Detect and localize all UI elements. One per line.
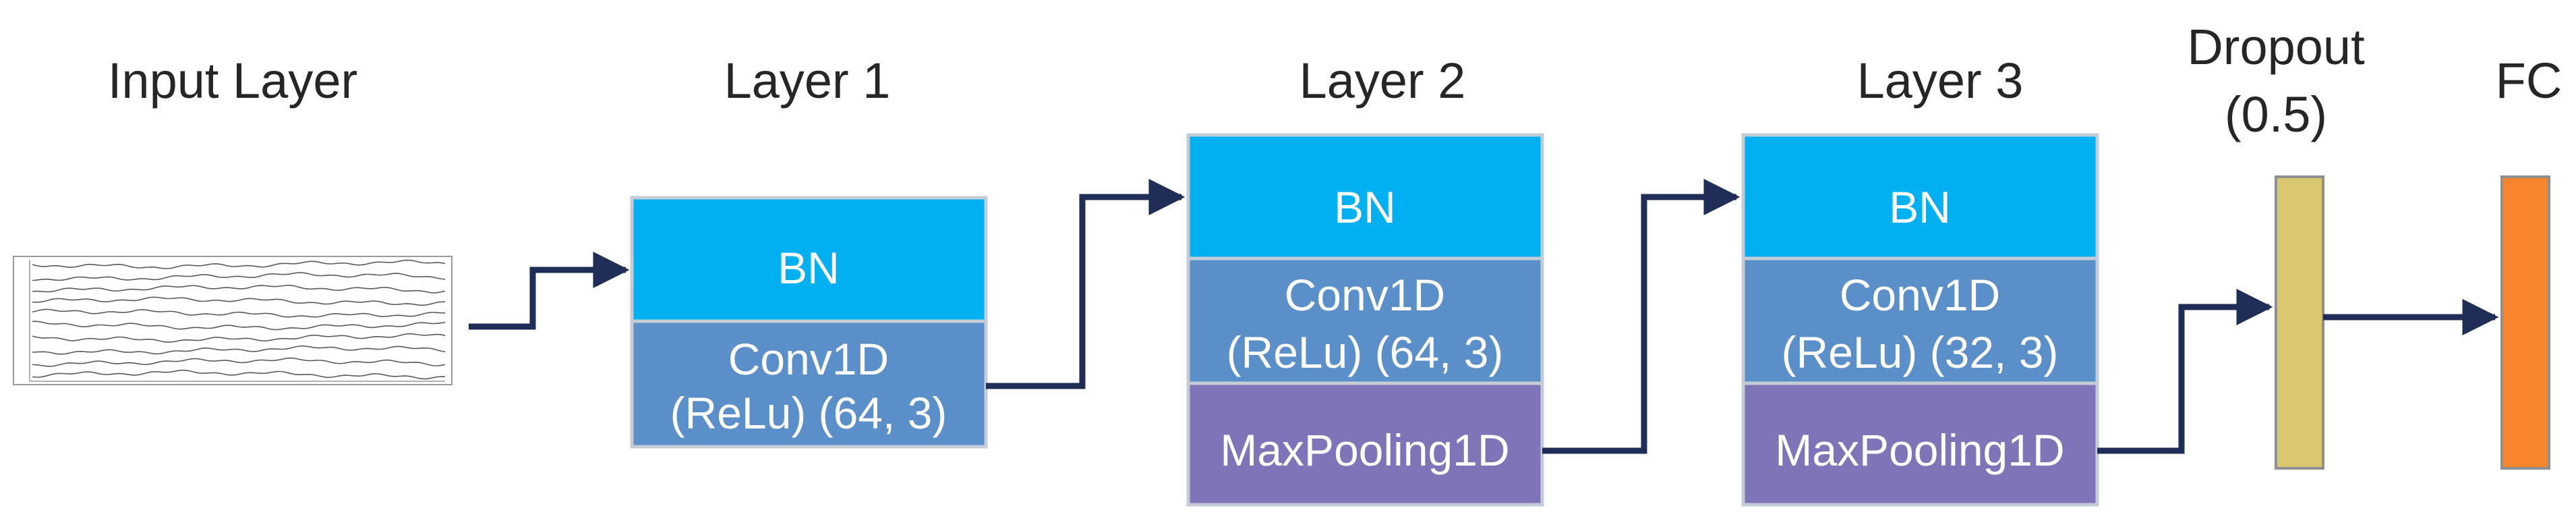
arrow-layer1-to-layer2 [986,179,1185,389]
layer-2-title: Layer 2 [1299,53,1466,109]
signal-trace [32,333,446,343]
signal-trace [32,259,446,269]
conv-block-3-line1: Conv1D [1840,270,2000,320]
arrow-layer3-to-dropout [2097,289,2273,454]
signal-trace [32,285,446,294]
arrow-input-to-layer1 [469,252,630,330]
conv-block-2 [1186,256,1544,385]
bn-block-1 [630,196,988,323]
dropout-rate: (0.5) [2225,86,2327,142]
layer-1-title: Layer 1 [724,53,891,109]
input-layer-title: Input Layer [108,53,357,109]
conv-block-3-line2: (ReLu) (32, 3) [1782,327,2059,377]
bn-block-1-label: BN [778,243,840,293]
conv-block-2-line2: (ReLu) (64, 3) [1227,327,1504,377]
maxpool-block-2-label: MaxPooling1D [1220,425,1509,475]
fc-title: FC [2496,53,2563,109]
conv-block-1-line2: (ReLu) (64, 3) [670,388,947,438]
bn-block-2 [1186,133,1544,260]
signal-trace [32,272,446,281]
signal-trace [32,357,446,367]
signal-trace [32,296,445,306]
bn-block-2-label: BN [1334,182,1396,232]
dropout-title: Dropout [2187,19,2365,75]
fc-bar [2500,175,2550,470]
layer-3-block: BN Conv1D (ReLu) (32, 3) MaxPooling1D [1741,133,2099,507]
signal-trace [32,321,446,331]
signal-trace [32,308,445,318]
layer-1-block: BN Conv1D (ReLu) (64, 3) [630,196,988,449]
conv-block-3 [1741,256,2099,385]
maxpool-block-3-label: MaxPooling1D [1775,425,2064,475]
signal-trace [32,345,446,355]
conv-block-2-line1: Conv1D [1285,270,1445,320]
arrow-layer2-to-layer3 [1542,179,1740,454]
layer-2-block: BN Conv1D (ReLu) (64, 3) MaxPooling1D [1186,133,1544,507]
conv-block-1-line1: Conv1D [728,334,889,384]
signal-trace [32,369,446,380]
dropout-bar [2275,175,2324,470]
signal-traces [32,259,446,380]
conv-block-1 [630,319,988,449]
maxpool-block-3 [1741,381,2099,507]
bn-block-3-label: BN [1889,182,1951,232]
input-signal-icon [13,256,452,385]
maxpool-block-2 [1186,381,1544,507]
layer-3-title: Layer 3 [1857,53,2024,109]
